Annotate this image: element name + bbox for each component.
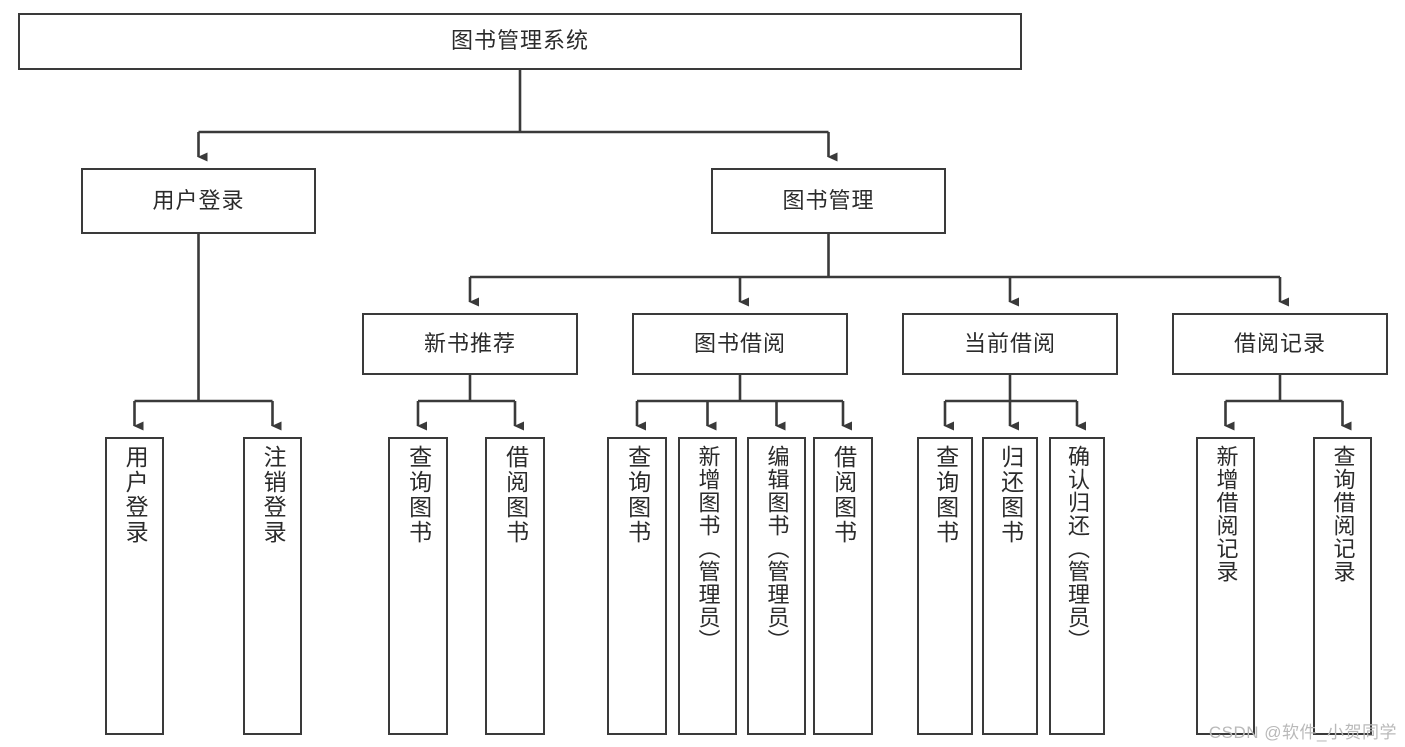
node-label: 用户登录 [152,187,245,213]
node-borrow[interactable]: 图书借阅 [632,313,848,375]
node-label: 新书推荐 [423,330,516,356]
node-label: 新增图书（管理员） [695,445,721,652]
node-label: 图书借阅 [693,330,786,356]
node-current[interactable]: 当前借阅 [902,313,1118,375]
node-label: 查询借阅记录 [1330,445,1356,583]
node-l12[interactable]: 新增借阅记录 [1196,437,1255,735]
node-l13[interactable]: 查询借阅记录 [1313,437,1372,735]
node-l11[interactable]: 确认归还（管理员） [1049,437,1105,735]
node-label: 查询图书 [624,445,651,545]
node-label: 借阅记录 [1233,330,1326,356]
node-label: 归还图书 [997,445,1024,545]
node-label: 用户登录 [122,445,149,545]
node-l6[interactable]: 新增图书（管理员） [678,437,737,735]
node-l8[interactable]: 借阅图书 [813,437,873,735]
node-records[interactable]: 借阅记录 [1172,313,1388,375]
node-l5[interactable]: 查询图书 [607,437,667,735]
node-label: 注销登录 [260,445,287,545]
node-l1[interactable]: 用户登录 [105,437,164,735]
node-l7[interactable]: 编辑图书（管理员） [747,437,806,735]
node-l10[interactable]: 归还图书 [982,437,1038,735]
node-label: 图书管理系统 [450,28,589,54]
node-label: 借阅图书 [830,445,857,545]
node-l4[interactable]: 借阅图书 [485,437,545,735]
node-bookmgmt[interactable]: 图书管理 [711,168,946,234]
node-login[interactable]: 用户登录 [81,168,316,234]
node-l9[interactable]: 查询图书 [917,437,973,735]
node-label: 当前借阅 [963,330,1056,356]
node-label: 借阅图书 [502,445,529,545]
node-label: 查询图书 [405,445,432,545]
node-newbook[interactable]: 新书推荐 [362,313,578,375]
node-label: 查询图书 [932,445,959,545]
node-root[interactable]: 图书管理系统 [18,13,1022,70]
node-l2[interactable]: 注销登录 [243,437,302,735]
node-label: 编辑图书（管理员） [764,445,790,652]
node-label: 新增借阅记录 [1213,445,1239,583]
node-l3[interactable]: 查询图书 [388,437,448,735]
node-label: 确认归还（管理员） [1064,445,1090,652]
node-label: 图书管理 [782,187,875,213]
